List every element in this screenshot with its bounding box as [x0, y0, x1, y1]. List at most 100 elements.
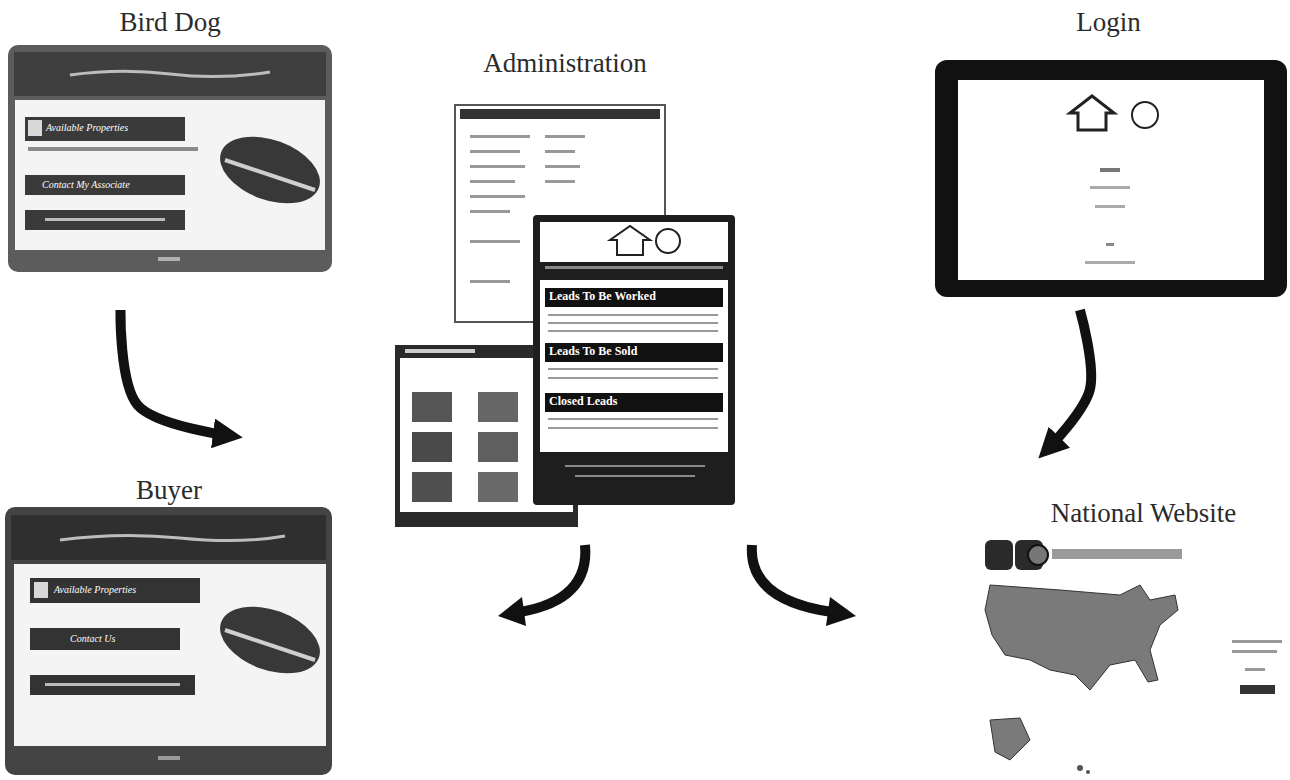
screen-node: Login	[930, 5, 1287, 310]
administration-screenshots-part	[548, 330, 718, 332]
screen-heading: National Website	[1000, 498, 1287, 529]
login-screenshot-part	[1090, 186, 1130, 189]
screen-text: Leads To Be Sold	[549, 345, 637, 358]
administration-screenshots-part	[545, 393, 723, 412]
administration-screenshots-part	[545, 165, 580, 168]
buyer-screenshot-part	[45, 683, 180, 686]
login-screenshot-part	[1106, 243, 1114, 246]
login-screenshot-part	[1070, 96, 1114, 130]
administration-screenshots-part	[478, 432, 518, 462]
bird-dog-screenshot-part	[158, 257, 180, 261]
administration-screenshots-part	[545, 180, 575, 183]
bird-dog-screenshot-part	[25, 210, 185, 230]
national-website-screenshot-part	[985, 540, 1013, 570]
bird-dog-screenshot-part	[14, 52, 326, 96]
national-website-screenshot-part	[1028, 545, 1048, 565]
administration-screenshots-part	[412, 432, 452, 462]
screen-text: Closed Leads	[549, 395, 617, 408]
administration-screenshots-part	[545, 343, 723, 362]
screen-node: Buyer	[3, 440, 335, 777]
login-screenshot-part	[1095, 205, 1125, 208]
national-website-screenshot-part	[990, 718, 1030, 760]
administration-screenshots-part	[548, 322, 718, 324]
national-website-screenshot-part	[1052, 549, 1182, 559]
buyer-screenshot-part	[225, 630, 315, 660]
national-website-screenshot-part	[1077, 765, 1083, 771]
flow-arrow	[1048, 310, 1091, 449]
screen-node: National Website	[1000, 460, 1287, 778]
national-website-screenshot-part	[985, 585, 1178, 690]
screen-heading: Bird Dog	[5, 7, 335, 38]
national-website-screenshot	[985, 540, 1282, 774]
administration-screenshots-part	[478, 472, 518, 502]
administration-screenshots-part	[548, 427, 718, 429]
administration-screenshots-part	[412, 472, 452, 502]
bird-dog-screenshot-part	[45, 218, 165, 221]
administration-screenshots-part	[545, 288, 723, 307]
administration-screenshots-part	[470, 135, 530, 138]
administration-screenshots-part	[548, 314, 718, 316]
buyer-screenshot-part	[211, 594, 329, 686]
screen-node: Administration	[390, 40, 740, 530]
screen-text: Available Properties	[46, 122, 128, 133]
login-screenshot-part	[1085, 261, 1135, 264]
administration-screenshots-part	[470, 240, 520, 243]
buyer-screenshot-part	[60, 535, 285, 540]
administration-screenshots-part	[565, 465, 705, 467]
national-website-screenshot-part	[1086, 770, 1090, 774]
buyer-screenshot-part	[30, 675, 195, 695]
bird-dog-screenshot-part	[28, 120, 42, 136]
login-screenshot-part	[1132, 102, 1158, 128]
screen-heading: Administration	[390, 48, 740, 79]
login-screenshot	[935, 60, 1287, 297]
administration-screenshots	[395, 105, 735, 527]
administration-screenshots-part	[405, 349, 475, 353]
screen-text: Leads To Be Worked	[549, 290, 656, 303]
login-screenshot-part	[1100, 168, 1120, 172]
national-website-screenshot-part	[1240, 685, 1275, 694]
bird-dog-screenshot-part	[70, 71, 270, 76]
administration-screenshots-part	[412, 392, 452, 422]
buyer-screenshot	[5, 507, 332, 775]
administration-screenshots-part	[533, 215, 735, 505]
bird-dog-screenshot-part	[225, 160, 315, 190]
bird-dog-screenshot-part	[25, 175, 185, 195]
administration-screenshots-part	[470, 165, 525, 168]
administration-screenshots-part	[656, 229, 680, 253]
administration-screenshots-part	[548, 377, 718, 379]
screen-heading: Buyer	[3, 475, 335, 506]
administration-screenshots-part	[540, 280, 728, 452]
login-screenshot-part	[935, 60, 1287, 297]
buyer-screenshot-part	[11, 515, 326, 560]
bird-dog-screenshot-part	[8, 45, 332, 272]
buyer-screenshot-part	[30, 628, 180, 650]
administration-screenshots-part	[470, 280, 510, 283]
administration-screenshots-part	[470, 195, 525, 198]
national-website-screenshot-part	[1232, 650, 1277, 653]
administration-screenshots-part	[478, 392, 518, 422]
screen-node: Bird Dog	[5, 5, 335, 310]
administration-screenshots-part	[470, 180, 515, 183]
outgoing-arrows	[498, 545, 856, 626]
administration-screenshots-part	[460, 109, 660, 119]
outgoing-arrows-part	[752, 545, 832, 612]
buyer-screenshot-part	[30, 578, 200, 603]
screen-text: Contact Us	[70, 633, 115, 644]
administration-screenshots-part	[548, 368, 718, 370]
buyer-screenshot-part	[158, 756, 180, 760]
administration-screenshots-part	[470, 210, 510, 213]
bird-dog-screenshot-part	[211, 124, 329, 216]
administration-screenshots-part	[545, 266, 723, 269]
outgoing-arrows-part	[498, 597, 526, 626]
administration-screenshots-part	[470, 150, 520, 153]
administration-screenshots-part	[548, 418, 718, 420]
administration-screenshots-part	[545, 135, 585, 138]
screen-text: Contact My Associate	[42, 179, 130, 190]
bird-dog-screenshot-part	[28, 147, 198, 151]
outgoing-arrows-part	[826, 597, 856, 626]
